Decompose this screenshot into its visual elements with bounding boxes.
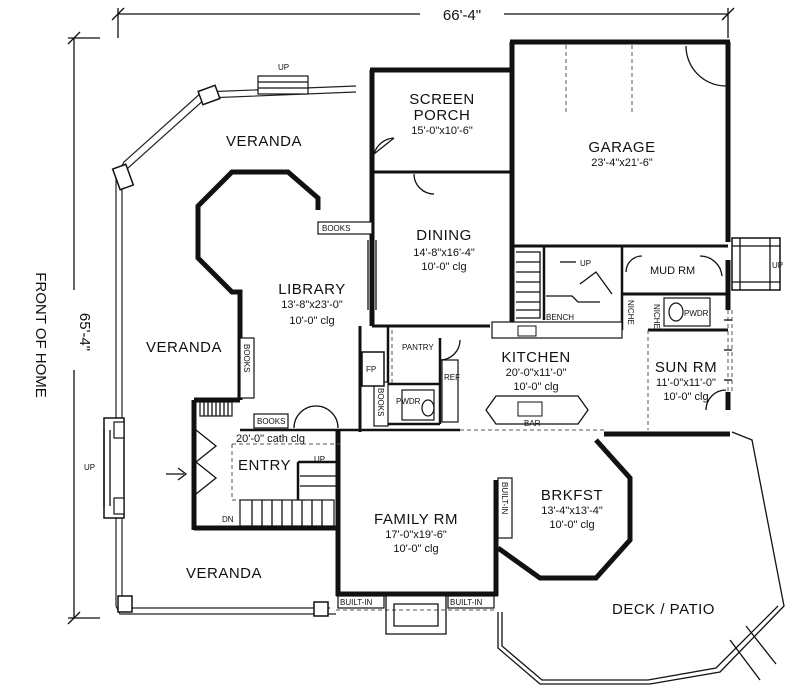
books-label-right: BOOKS (376, 388, 385, 416)
books-label-top: BOOKS (322, 224, 350, 233)
family-rm-ceiling: 10'-0" clg (393, 543, 438, 555)
screen-porch-size: 15'-0"x10'-6" (411, 125, 473, 137)
built-in-label-right: BUILT-IN (450, 598, 483, 607)
up-label-top-steps: UP (278, 63, 289, 72)
niche-label-2: NICHE (652, 304, 661, 329)
veranda-left-label: VERANDA (146, 339, 222, 356)
library-size: 13'-8"x23'-0" (281, 299, 343, 311)
up-label-garage-steps: UP (772, 261, 783, 270)
library-ceiling: 10'-0" clg (289, 315, 334, 327)
bench-label: BENCH (546, 313, 574, 322)
dashed-boundaries (231, 310, 729, 611)
entry-ceiling: 20'-0" cath clg (236, 433, 305, 445)
veranda-top-label: VERANDA (226, 133, 302, 150)
pwdr-label-kitchen: PWDR (396, 397, 421, 406)
pantry-label: PANTRY (402, 343, 434, 352)
library-name: LIBRARY (278, 281, 345, 298)
front-of-home-label: FRONT OF HOME (32, 272, 49, 398)
garage-size: 23'-4"x21'-6" (591, 157, 653, 169)
brkfst-ceiling: 10'-0" clg (549, 519, 594, 531)
mud-rm-name: MUD RM (650, 265, 695, 277)
sun-rm-size: 11'-0"x11'-0" (656, 377, 716, 389)
sun-rm-name: SUN RM (655, 359, 717, 376)
ref-label: REF (444, 373, 460, 382)
sun-rm-ceiling: 10'-0" clg (663, 391, 708, 403)
up-label-front-steps: UP (84, 463, 95, 472)
deck-patio-name: DECK / PATIO (612, 601, 715, 618)
built-in-label-vertical: BUILT-IN (500, 482, 509, 515)
screen-porch-name-1: SCREEN (409, 91, 475, 108)
garage-name: GARAGE (588, 139, 655, 156)
screen-porch-door (373, 137, 395, 155)
rear-stair (516, 251, 723, 319)
dining-door (413, 173, 435, 195)
bar-label: BAR (524, 419, 541, 428)
books-label-bottom: BOOKS (257, 417, 285, 426)
screen-porch-name-2: PORCH (414, 107, 471, 124)
kitchen-details (401, 321, 623, 425)
veranda-railing (103, 75, 357, 617)
dining-size: 14'-8"x16'-4" (413, 247, 475, 259)
built-in-label-left: BUILT-IN (340, 598, 373, 607)
mudroom-powder (663, 297, 711, 327)
up-label-entry-stair: UP (314, 455, 325, 464)
dining-name: DINING (416, 227, 472, 244)
family-rm-name: FAMILY RM (374, 511, 458, 528)
garage-details (565, 45, 781, 291)
books-label-left: BOOKS (242, 344, 251, 372)
deck-outline (497, 431, 785, 685)
family-builtins (337, 477, 513, 635)
fireplace-label: FP (366, 365, 376, 374)
veranda-bottom-label: VERANDA (186, 565, 262, 582)
kitchen-size: 20'-0"x11'-0" (506, 367, 567, 379)
dn-label-entry-stair: DN (222, 515, 234, 524)
up-label-rear-stair: UP (580, 259, 591, 268)
interior-walls (240, 170, 728, 500)
width-dimension: 66'-4" (443, 7, 481, 24)
library-details (239, 221, 461, 429)
entry-name: ENTRY (238, 457, 291, 474)
sunroom-windows (705, 310, 733, 411)
depth-dimension: 65'-4" (76, 313, 93, 351)
brkfst-name: BRKFST (541, 487, 603, 504)
brkfst-size: 13'-4"x13'-4" (541, 505, 603, 517)
niche-label-1: NICHE (626, 300, 635, 325)
kitchen-name: KITCHEN (501, 349, 570, 366)
entry-stair (166, 401, 336, 527)
kitchen-ceiling: 10'-0" clg (513, 381, 558, 393)
family-rm-size: 17'-0"x19'-6" (385, 529, 447, 541)
pwdr-label-mudroom: PWDR (684, 309, 709, 318)
dining-ceiling: 10'-0" clg (421, 261, 466, 273)
